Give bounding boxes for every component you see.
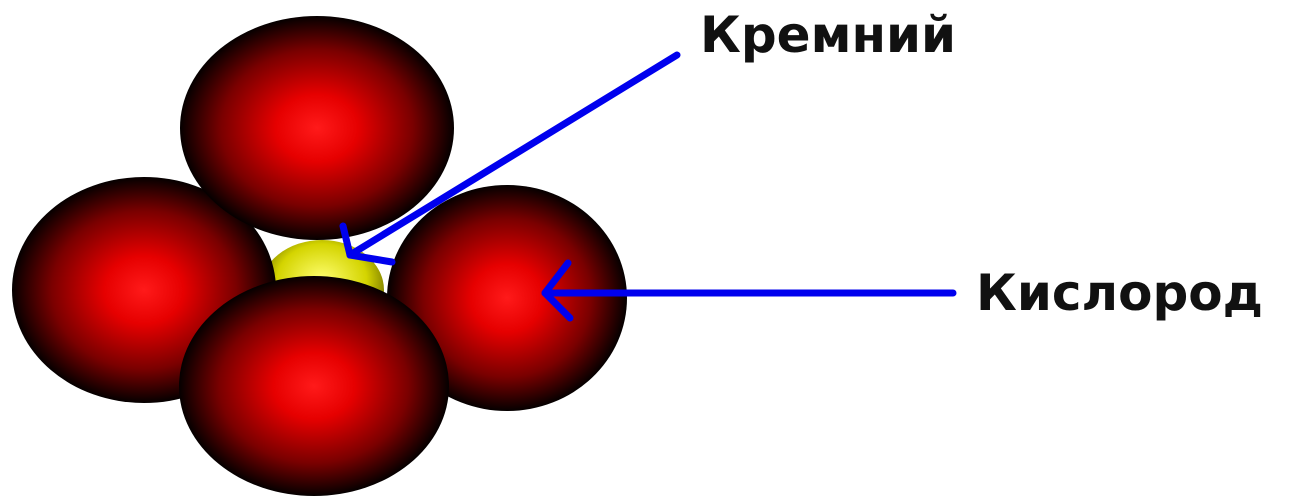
oxygen-atom-bottom [179, 276, 449, 496]
oxygen-atom-top [180, 16, 454, 240]
oxygen-label: Кислород [976, 264, 1263, 322]
oxygen-atom-right [387, 185, 627, 411]
silicon-arrow [339, 51, 681, 266]
oxygen-arrow [541, 259, 957, 322]
silicon-label: Кремний [700, 6, 956, 64]
